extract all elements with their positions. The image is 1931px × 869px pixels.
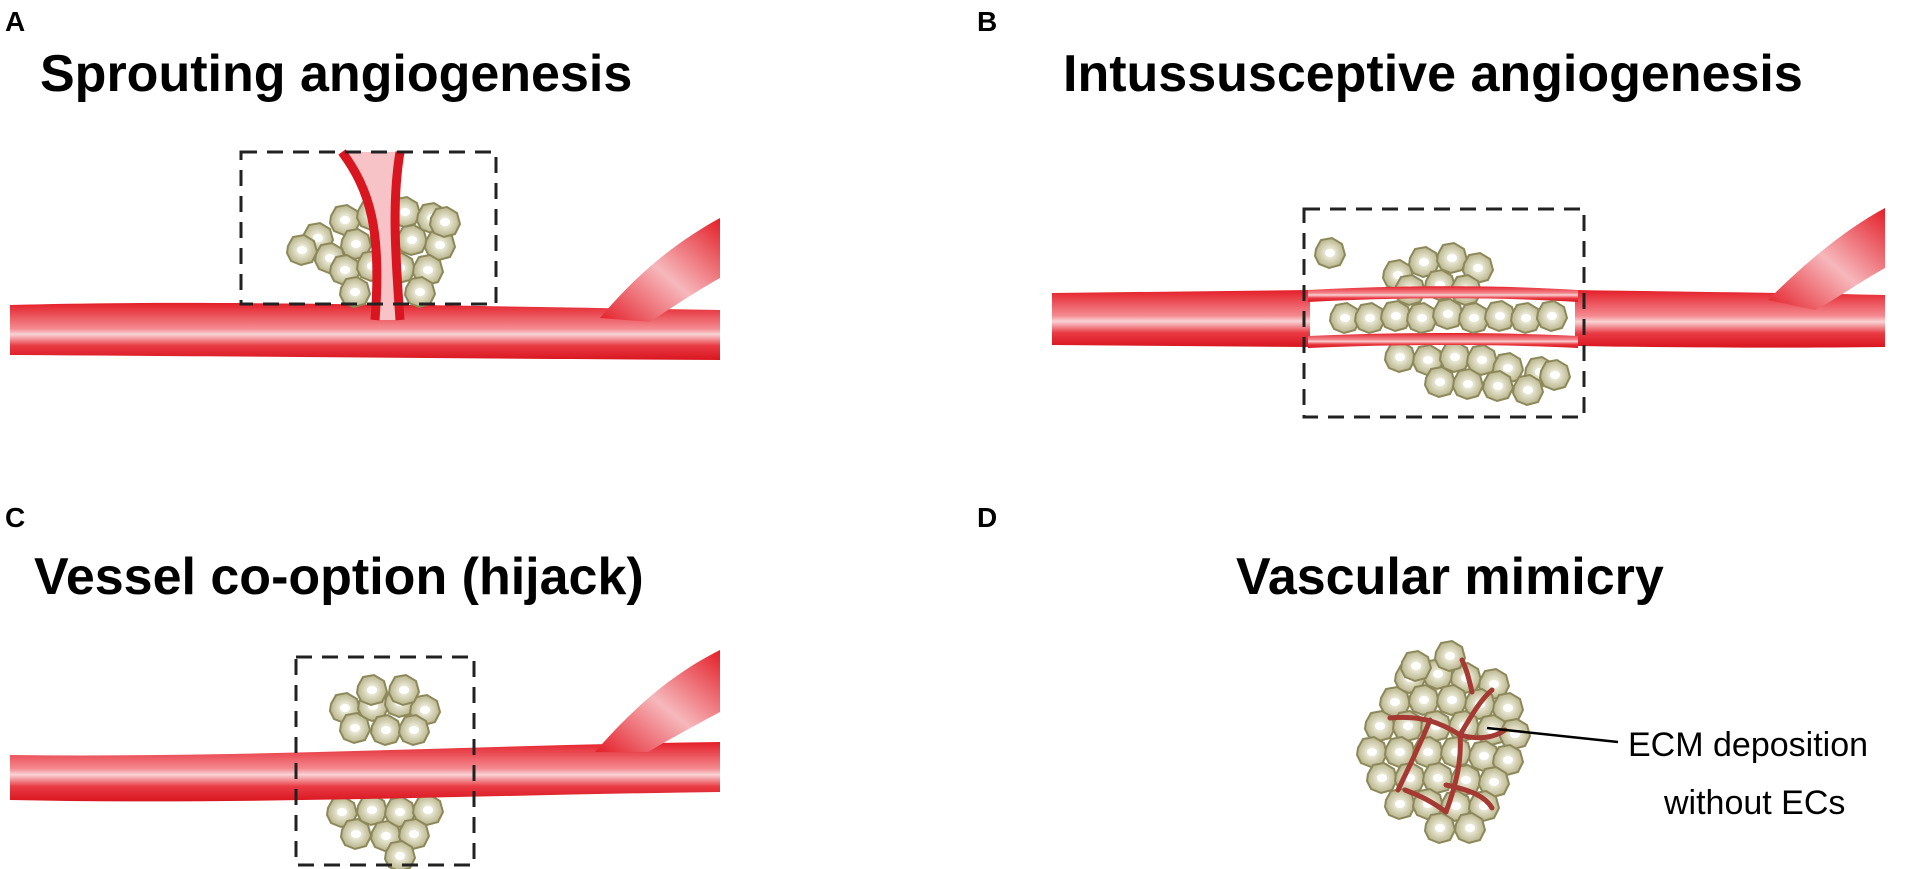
region-box [1302,207,1586,419]
blood-vessel [1052,290,1310,347]
annotation-line-2: without ECs [1664,784,1846,822]
blood-vessel [10,742,720,802]
panel-letter-a: A [5,6,26,37]
region-box [239,150,498,306]
blood-vessel [10,302,720,360]
panel-title-c: Vessel co-option (hijack) [34,548,644,606]
panel-letter-c: C [5,502,26,533]
panel-letter-d: D [977,502,998,533]
ecm-channel-network [1387,657,1508,815]
panel-d-illustration [1356,640,1619,844]
panel-a-illustration [10,149,720,360]
panel-c-illustration [10,650,720,869]
vessel-branch [600,218,720,322]
blood-vessel [1575,290,1885,348]
panel-title-a: Sprouting angiogenesis [40,45,633,103]
annotation-line-1: ECM deposition [1628,726,1869,764]
sprouting-vessel [342,152,400,320]
vessel-branch [595,650,720,752]
region-box [294,655,476,867]
annotation-leader-line [1486,726,1619,744]
panel-letter-b: B [977,6,998,37]
tumor-pillar-cells [1329,298,1568,334]
panel-b-illustration [1052,207,1885,419]
vessel-branch [1768,208,1885,310]
panel-title-b: Intussusceptive angiogenesis [1063,45,1803,103]
panel-title-d: Vascular mimicry [1236,548,1664,606]
